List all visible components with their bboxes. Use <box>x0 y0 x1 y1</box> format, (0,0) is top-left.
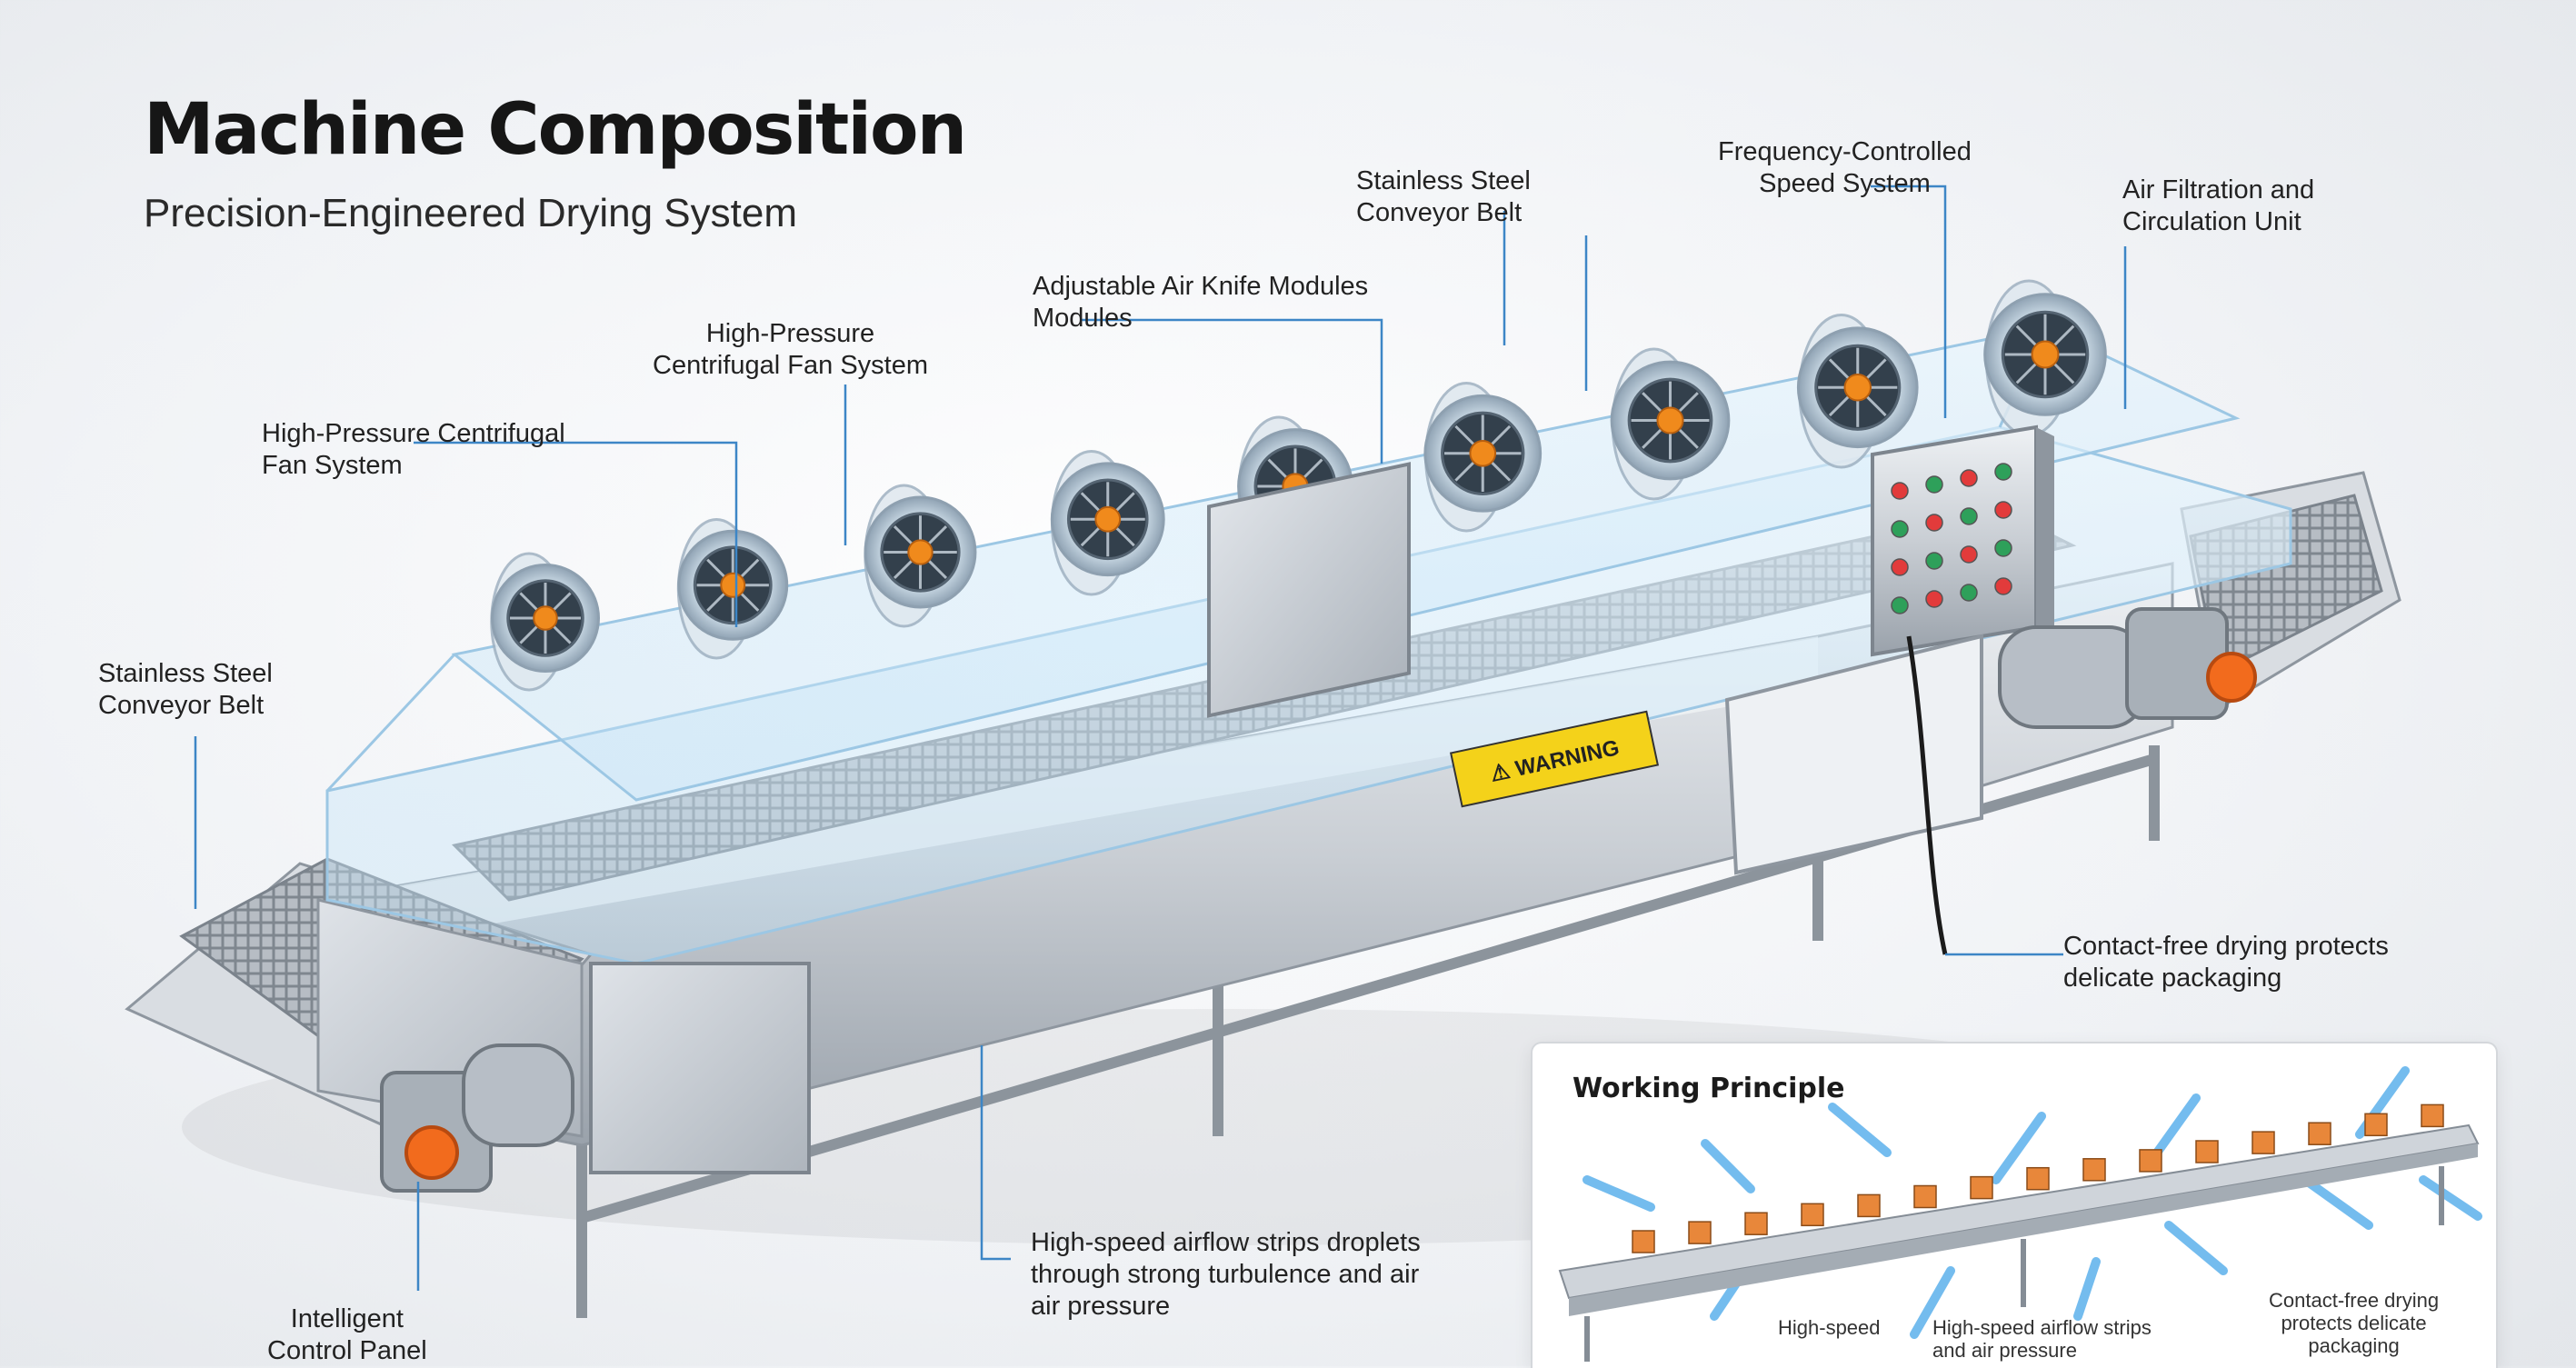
airflow-arrow <box>1992 1112 2046 1184</box>
control-button <box>1891 482 1909 500</box>
product-box <box>2364 1113 2388 1137</box>
callout-air-filtration: Air Filtration and Circulation Unit <box>2122 175 2315 236</box>
product-box <box>1632 1230 1655 1253</box>
callout-contact-free: Contact-free drying protects delicate pa… <box>2063 932 2389 993</box>
control-button <box>1925 590 1943 608</box>
working-principle-diagram <box>1558 1066 2482 1362</box>
control-button <box>1925 552 1943 570</box>
working-principle-title: Working Principle <box>1573 1073 1845 1104</box>
power-cable <box>1906 635 1948 955</box>
control-box <box>1871 424 2054 657</box>
callout-control-panel: Intelligent Control Panel <box>267 1304 427 1365</box>
airflow-arrow <box>2419 1175 2482 1221</box>
fan <box>1050 450 1165 596</box>
control-buttons <box>1891 463 2012 614</box>
callout-fan-system-left: High-Pressure Centrifugal Fan System <box>262 419 565 480</box>
callout-conveyor-belt-left: Stainless Steel Conveyor Belt <box>98 659 273 720</box>
callout-air-knife: Adjustable Air Knife Modules Modules <box>1033 272 1369 333</box>
control-button <box>1960 507 1978 525</box>
fan <box>490 552 600 692</box>
product-box <box>2082 1158 2106 1182</box>
inset-label-airflow: High-speed airflow strips and air pressu… <box>1932 1316 2152 1362</box>
product-box <box>2139 1149 2162 1173</box>
product-box <box>1857 1193 1881 1218</box>
product-box <box>2252 1131 2275 1154</box>
working-principle-panel: Working Principle High-speed High-speed … <box>1531 1042 2498 1368</box>
access-panel-left <box>589 962 811 1174</box>
product-box <box>2308 1122 2331 1145</box>
control-button <box>1891 520 1909 538</box>
products-on-belt <box>1632 1103 2444 1253</box>
product-box <box>1970 1175 1993 1200</box>
callout-airflow-strips: High-speed airflow strips droplets throu… <box>1031 1228 1421 1321</box>
access-panel-center <box>1207 462 1411 718</box>
control-button <box>1994 577 2012 595</box>
product-box <box>1801 1203 1824 1227</box>
fan <box>864 484 977 628</box>
fan <box>1983 279 2107 437</box>
control-button <box>1925 475 1943 494</box>
inset-label-high-speed: High-speed <box>1778 1316 1881 1339</box>
airflow-arrow <box>2073 1257 2101 1321</box>
callout-speed-system: Frequency-Controlled Speed System <box>1718 137 1972 198</box>
control-button <box>1960 584 1978 602</box>
airflow-arrow <box>1701 1139 1755 1193</box>
airflow-arrow <box>2164 1221 2228 1275</box>
callout-fan-system-center: High-Pressure Centrifugal Fan System <box>653 319 929 380</box>
control-button <box>1994 539 2012 557</box>
fan <box>1423 382 1543 533</box>
product-box <box>1744 1212 1768 1235</box>
fan <box>1610 347 1731 501</box>
airflow-arrow <box>1583 1175 1655 1212</box>
page-subtitle: Precision-Engineered Drying System <box>144 191 797 235</box>
control-button <box>1994 463 2012 481</box>
control-button <box>1891 558 1909 576</box>
airflow-arrow <box>1910 1266 1955 1339</box>
control-button <box>1960 545 1978 564</box>
airflow-arrow <box>1828 1103 1892 1157</box>
callout-conveyor-belt-top: Stainless Steel Conveyor Belt <box>1356 166 1531 227</box>
leader-lines <box>194 185 2127 1291</box>
fan <box>1796 314 1919 469</box>
product-box <box>1688 1221 1712 1244</box>
product-box <box>2026 1166 2050 1191</box>
page-title: Machine Composition <box>144 89 967 171</box>
control-button <box>1960 469 1978 487</box>
product-box <box>2421 1103 2444 1128</box>
product-box <box>2195 1140 2219 1163</box>
control-button <box>1891 596 1909 614</box>
drive-motor-left <box>380 1043 574 1193</box>
airflow-arrow <box>2301 1175 2373 1230</box>
mini-conveyor <box>1558 1123 2480 1362</box>
control-button <box>1925 514 1943 532</box>
drive-motor-right <box>1998 607 2257 729</box>
product-box <box>1913 1184 1937 1209</box>
control-button <box>1994 501 2012 519</box>
inset-label-contact-free: Contact-free drying protects delicate pa… <box>2269 1289 2440 1357</box>
